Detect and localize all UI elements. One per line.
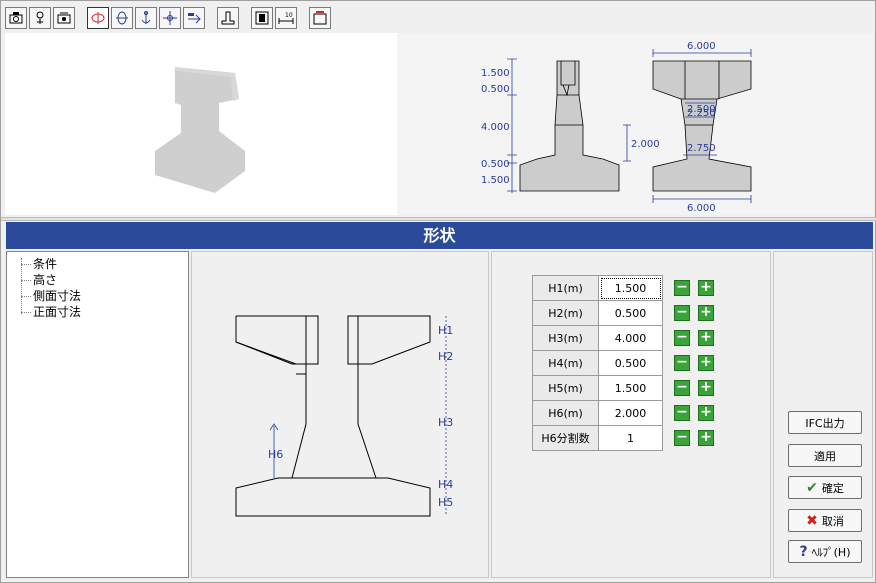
side-dim-h6: 2.000 — [631, 139, 660, 150]
svg-text:10: 10 — [285, 12, 293, 19]
dimension-icon[interactable]: 10 — [275, 7, 297, 29]
section-view-icon[interactable] — [217, 7, 239, 29]
ifc-export-button[interactable]: IFC出力 — [788, 411, 862, 434]
view-pin-icon[interactable] — [29, 7, 51, 29]
drawing-preview: 1.500 0.500 4.000 0.500 1.500 2.000 6.00… — [397, 33, 873, 215]
label-h6: H6 — [268, 448, 283, 461]
export-icon[interactable] — [309, 7, 331, 29]
front-view-icon[interactable] — [251, 7, 273, 29]
schematic-drawing: H1 H2 H3 H4 H5 H6 — [235, 315, 453, 517]
param-label-h6: H6(m) — [532, 400, 599, 426]
cancel-button[interactable]: ✖取消 — [788, 509, 862, 532]
help-icon: ? — [799, 543, 808, 560]
label-h2: H2 — [438, 350, 453, 363]
table-row: H2(m)0.500 — [532, 300, 663, 326]
close-icon: ✖ — [806, 512, 818, 529]
label-h4: H4 — [438, 478, 453, 491]
decrement-h4-button[interactable]: − — [674, 355, 690, 371]
increment-h6-button[interactable]: + — [698, 405, 714, 421]
help-label: ﾍﾙﾌﾟ(H) — [811, 545, 851, 559]
label-h3: H3 — [438, 416, 453, 429]
ok-label: 確定 — [821, 481, 844, 495]
table-row: H5(m)1.500 — [532, 375, 663, 401]
tree-item-conditions[interactable]: 条件 — [19, 256, 188, 272]
front-view — [652, 49, 752, 203]
tree-item-height[interactable]: 高さ — [19, 272, 188, 288]
nav-tree: 条件 高さ 側面寸法 正面寸法 — [6, 251, 189, 578]
parameter-table: H1(m)1.500 H2(m)0.500 H3(m)4.000 H4(m)0.… — [532, 275, 663, 451]
tree-item-front-dims[interactable]: 正面寸法 — [19, 304, 188, 320]
param-label-h6-div: H6分割数 — [532, 425, 599, 451]
increment-h6-div-button[interactable]: + — [698, 430, 714, 446]
decrement-h2-button[interactable]: − — [674, 305, 690, 321]
page-title: 形状 — [6, 222, 873, 249]
param-label-h3: H3(m) — [532, 325, 599, 351]
increment-h5-button[interactable]: + — [698, 380, 714, 396]
parameter-panel: H1(m)1.500 H2(m)0.500 H3(m)4.000 H4(m)0.… — [491, 251, 771, 578]
decrement-h5-button[interactable]: − — [674, 380, 690, 396]
side-dim-h2: 0.500 — [481, 84, 510, 95]
ifc-export-label: IFC出力 — [805, 416, 845, 430]
decrement-h3-button[interactable]: − — [674, 330, 690, 346]
front-dim-bottom: 6.000 — [687, 203, 716, 214]
param-value-h6[interactable]: 2.000 — [598, 400, 663, 426]
param-value-h6-div[interactable]: 1 — [598, 425, 663, 451]
tree-item-side-dims[interactable]: 側面寸法 — [19, 288, 188, 304]
zoom-icon[interactable] — [183, 7, 205, 29]
side-dim-h3: 4.000 — [481, 122, 510, 133]
cancel-label: 取消 — [821, 514, 844, 528]
label-h5: H5 — [438, 496, 453, 509]
splitter[interactable] — [1, 217, 876, 221]
param-value-h3[interactable]: 4.000 — [598, 325, 663, 351]
apply-label: 適用 — [814, 449, 836, 463]
check-icon: ✔ — [806, 479, 818, 496]
apply-button[interactable]: 適用 — [788, 444, 862, 467]
rotate-x-icon[interactable] — [87, 7, 109, 29]
rotate-y-icon[interactable] — [111, 7, 133, 29]
schematic-panel: H1 H2 H3 H4 H5 H6 — [191, 251, 489, 578]
pan-icon[interactable] — [159, 7, 181, 29]
front-dim-neck-a: 2.500 — [687, 104, 716, 115]
param-value-h4[interactable]: 0.500 — [598, 350, 663, 376]
front-dim-top: 6.000 — [687, 41, 716, 52]
view-camera-icon[interactable] — [5, 7, 27, 29]
3d-model — [155, 67, 245, 193]
help-button[interactable]: ?ﾍﾙﾌﾟ(H) — [788, 540, 862, 563]
table-row: H6(m)2.000 — [532, 400, 663, 426]
side-dim-h5: 1.500 — [481, 175, 510, 186]
table-row: H3(m)4.000 — [532, 325, 663, 351]
side-dim-h4: 0.500 — [481, 159, 510, 170]
side-dim-h1: 1.500 — [481, 68, 510, 79]
front-dim-neck-b: 2.250 — [687, 108, 716, 119]
param-label-h1: H1(m) — [532, 275, 599, 301]
increment-h2-button[interactable]: + — [698, 305, 714, 321]
tree-connector — [21, 258, 22, 314]
increment-h3-button[interactable]: + — [698, 330, 714, 346]
param-label-h4: H4(m) — [532, 350, 599, 376]
toolbar: 10 — [5, 5, 331, 31]
label-h1: H1 — [438, 324, 453, 337]
table-row: H4(m)0.500 — [532, 350, 663, 376]
action-panel: IFC出力 適用 ✔確定 ✖取消 ?ﾍﾙﾌﾟ(H) — [773, 251, 873, 578]
decrement-h1-button[interactable]: − — [674, 280, 690, 296]
3d-preview[interactable] — [5, 33, 397, 215]
param-value-h5[interactable]: 1.500 — [598, 375, 663, 401]
param-label-h2: H2(m) — [532, 300, 599, 326]
ok-button[interactable]: ✔確定 — [788, 476, 862, 499]
rotate-z-icon[interactable] — [135, 7, 157, 29]
increment-h1-button[interactable]: + — [698, 280, 714, 296]
param-label-h5: H5(m) — [532, 375, 599, 401]
increment-h4-button[interactable]: + — [698, 355, 714, 371]
decrement-h6-button[interactable]: − — [674, 405, 690, 421]
front-dim-neck-bottom: 2.750 — [687, 143, 716, 154]
decrement-h6-div-button[interactable]: − — [674, 430, 690, 446]
dimension-drawings: 1.500 0.500 4.000 0.500 1.500 2.000 6.00… — [481, 41, 752, 214]
view-settings-icon[interactable] — [53, 7, 75, 29]
table-row: H1(m)1.500 — [532, 275, 663, 301]
param-value-h1[interactable]: 1.500 — [598, 275, 663, 301]
side-view — [507, 58, 631, 193]
param-value-h2[interactable]: 0.500 — [598, 300, 663, 326]
